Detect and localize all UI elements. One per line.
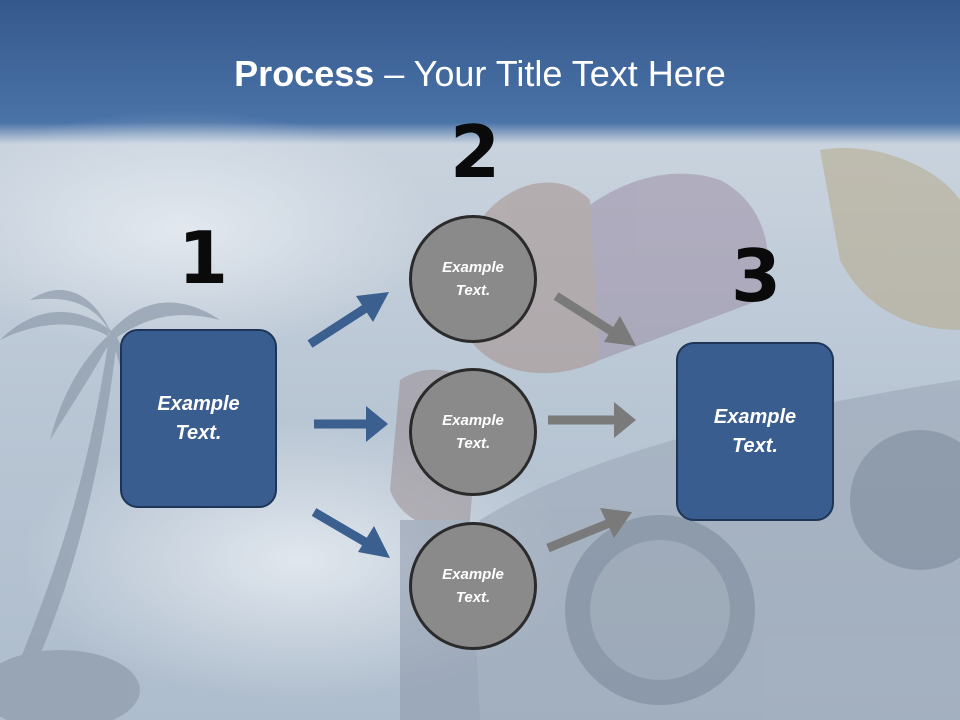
step-number-1: 1: [178, 216, 229, 300]
step-number-2: 2: [450, 110, 501, 194]
step-number-3: 3: [731, 234, 782, 318]
arrow-1-to-top: [307, 292, 389, 348]
step-2-circle-top: Example Text.: [409, 215, 537, 343]
arrow-1-to-middle: [314, 406, 388, 442]
title-rest: – Your Title Text Here: [374, 53, 726, 94]
arrow-1-to-bottom: [311, 508, 390, 558]
step-3-box: Example Text.: [676, 342, 834, 521]
step-1-box: Example Text.: [120, 329, 277, 508]
step-2-circle-bottom: Example Text.: [409, 522, 537, 650]
arrow-middle-to-3: [548, 402, 636, 438]
arrow-bottom-to-3: [546, 508, 632, 553]
slide-title: Process – Your Title Text Here: [0, 52, 960, 96]
step-2-circle-middle: Example Text.: [409, 368, 537, 496]
title-bold: Process: [234, 53, 375, 94]
arrow-top-to-3: [553, 292, 636, 346]
